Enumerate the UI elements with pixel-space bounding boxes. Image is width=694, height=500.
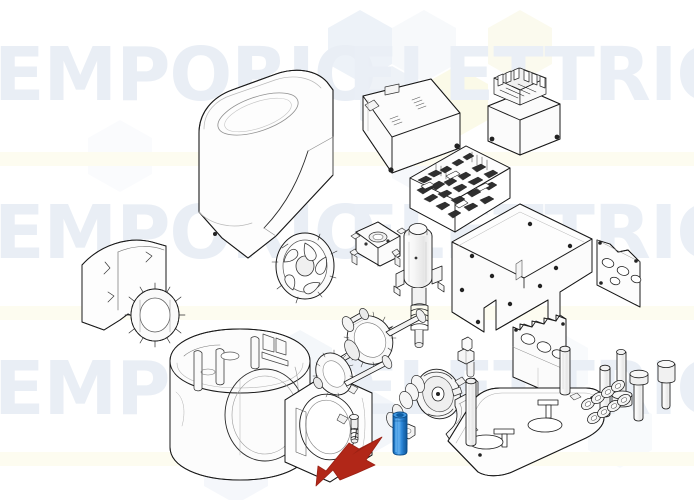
part-pinion-gear bbox=[124, 282, 186, 348]
part-control-board-cover bbox=[362, 78, 461, 174]
part-pcb-control-board bbox=[409, 145, 511, 233]
part-end-plate bbox=[596, 239, 642, 308]
part-grub-screw bbox=[349, 413, 359, 444]
part-fastener-set bbox=[581, 348, 676, 425]
part-mounting-bracket bbox=[451, 203, 593, 333]
part-gear-shaft-small bbox=[312, 349, 393, 398]
part-fan-impeller bbox=[271, 232, 338, 304]
part-terminal-block bbox=[457, 336, 475, 378]
highlight-arrow bbox=[315, 436, 383, 487]
part-outer-cover bbox=[198, 69, 334, 259]
part-limit-switch-plate bbox=[512, 314, 567, 401]
part-anchor-stud bbox=[465, 345, 571, 447]
part-motor-mount-plate bbox=[349, 221, 407, 268]
part-transformer bbox=[487, 67, 561, 156]
part-electric-motor bbox=[393, 223, 445, 348]
part-lower-housing-body bbox=[169, 328, 311, 481]
part-worm-screw bbox=[341, 308, 371, 332]
part-clutch-disc bbox=[386, 368, 467, 429]
highlighted-part-spacer-bush[interactable] bbox=[392, 411, 408, 456]
